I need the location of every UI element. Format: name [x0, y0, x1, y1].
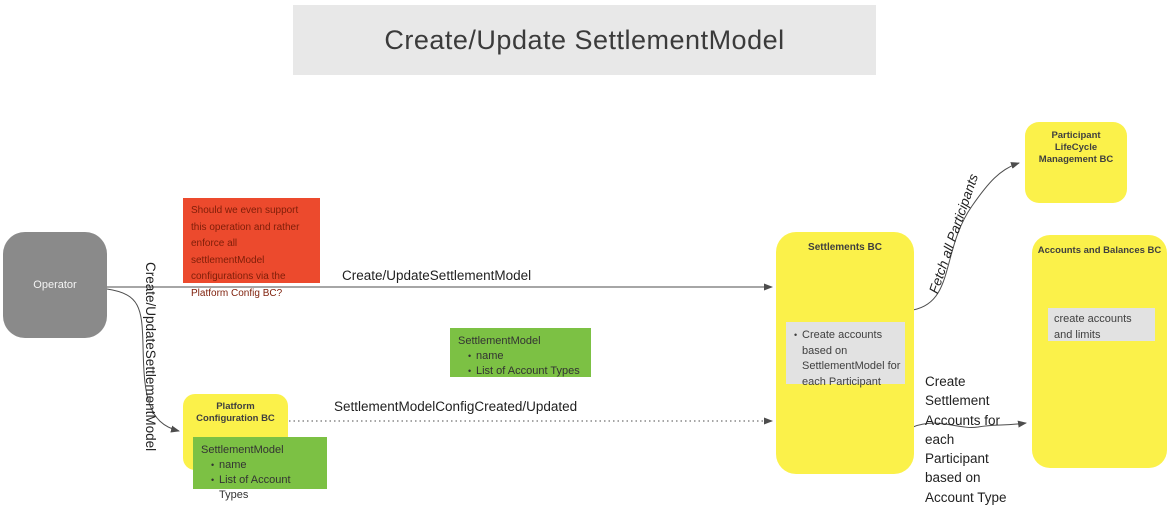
node-operator: Operator — [3, 232, 107, 338]
red-question-note: Should we even support this operation an… — [183, 198, 320, 299]
diagram-title: Create/Update SettlementModel — [293, 5, 876, 75]
settlement-model-note-bottom: SettlementModel • name • List of Account… — [193, 437, 327, 501]
edge-label-create-update-settlementmodel-vertical: Create/UpdateSettlementModel — [143, 262, 158, 452]
node-settlements-bc: Settlements BC • Create accounts based o… — [776, 232, 914, 474]
edge-label-fetch-all-participants: Fetch all Participants — [926, 171, 982, 296]
edge-label-settlementmodelconfig-created-updated: SettlementModelConfigCreated/Updated — [334, 399, 578, 414]
settlement-model-note-bullet: • name — [468, 350, 504, 362]
bullet-icon: • — [211, 460, 215, 470]
bullet-icon: • — [468, 351, 472, 361]
edge-label-create-settlement-accounts: Create Settlement Accounts for each Part… — [925, 374, 1007, 505]
settlement-model-note-bullet: • name — [211, 459, 247, 471]
settlement-model-note-bullet: • List of Account Types — [211, 474, 291, 501]
bullet-icon: • — [468, 366, 472, 376]
node-participant-lifecycle-management-bc: Participant LifeCycle Management BC — [1025, 122, 1127, 203]
edge-label-create-update-settlementmodel: Create/UpdateSettlementModel — [342, 268, 532, 283]
bullet-icon: • — [211, 475, 215, 485]
bullet-icon: • — [794, 330, 798, 340]
settlement-model-note-title: SettlementModel — [458, 335, 541, 347]
settlements-bc-note-bullet: • Create accounts based on SettlementMod… — [792, 328, 901, 390]
settlement-model-note-mid: SettlementModel • name • List of Account… — [450, 328, 591, 377]
operator-label: Operator — [33, 279, 77, 291]
settlement-model-note-title: SettlementModel — [201, 444, 284, 456]
platform-configuration-bc-title: Platform Configuration BC — [196, 401, 275, 424]
settlement-model-note-bullet: • List of Account Types — [468, 365, 580, 377]
accounts-balances-bc-title: Accounts and Balances BC — [1037, 245, 1162, 256]
diagram-title-text: Create/Update SettlementModel — [384, 24, 785, 55]
settlements-bc-title: Settlements BC — [808, 242, 882, 253]
accounts-balances-bc-note: create accounts and limits — [1048, 308, 1155, 341]
settlements-bc-note: • Create accounts based on SettlementMod… — [786, 322, 905, 388]
participant-lifecycle-bc-title: Participant LifeCycle Management BC — [1038, 130, 1114, 165]
node-accounts-and-balances-bc: Accounts and Balances BC create accounts… — [1032, 235, 1167, 468]
